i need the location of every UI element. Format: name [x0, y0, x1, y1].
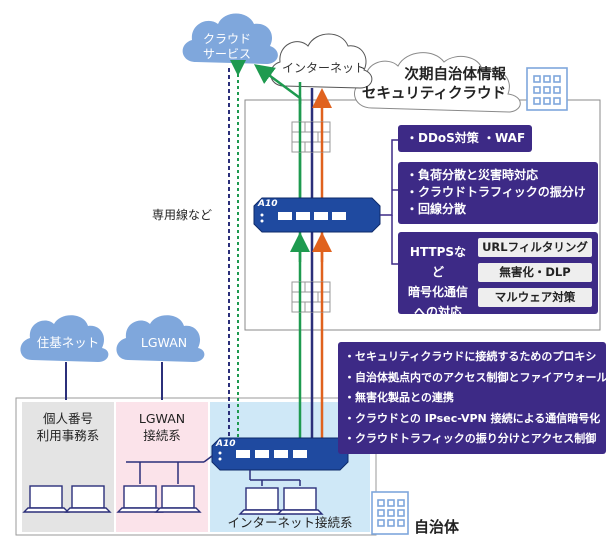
feature-item: ・自治体拠点内でのアクセス制御とファイアウォール: [344, 370, 608, 384]
cloud-service-label: クラウド サービス: [202, 32, 251, 61]
internet-cloud-label: インターネット: [281, 61, 366, 75]
https-label: HTTPSなど 暗号化通信 への対応: [407, 245, 468, 319]
url-filtering-pill: URLフィルタリング: [478, 238, 592, 257]
feature-item: ・クラウドトラフィックの振り分けとアクセス制御: [344, 432, 597, 445]
cloud-lgwan-shape: [116, 315, 205, 362]
lgwan-cloud-label: LGWAN: [140, 335, 188, 350]
feature-item: ・無害化製品との連携: [344, 391, 454, 404]
a10-logo-upper: A10: [258, 199, 278, 209]
security-cloud-title-line2: セキュリティクラウド: [361, 86, 506, 102]
zone-internet-label: インターネット接続系: [227, 515, 353, 530]
zone-lgwan-label: LGWAN 接続系: [138, 411, 186, 443]
building-icon-top: [526, 67, 568, 111]
malware-pill: マルウェア対策: [478, 288, 592, 307]
laptop-icons: [22, 485, 324, 515]
feature-item: ・DDoS対策 ・WAF: [406, 131, 526, 145]
sanitize-dlp-pill: 無害化・DLP: [478, 263, 592, 282]
feature-item: ・クラウドとの IPsec-VPN 接続による通信暗号化: [344, 411, 601, 425]
cloud-internet-shape: [270, 33, 373, 89]
feature-box-ddos: ・DDoS対策 ・WAF: [398, 125, 532, 152]
feature-box-https: HTTPSなど 暗号化通信 への対応 URLフィルタリング 無害化・DLP マル…: [398, 232, 598, 319]
zone-personal-label: 個人番号 利用事務系: [36, 411, 100, 443]
feature-item: ・セキュリティクラウドに接続するためのプロキシ: [344, 350, 597, 363]
security-cloud-title-line1: 次期自治体情報: [404, 67, 507, 83]
feature-item: ・クラウドトラフィックの振分け: [406, 185, 586, 199]
a10-device-upper: [253, 197, 381, 233]
municipality-label: 自治体: [414, 518, 460, 536]
jyuki-cloud-label: 住基ネット: [36, 335, 100, 350]
building-icon-bottom: [371, 491, 409, 535]
cloud-jyuki-shape: [20, 315, 109, 362]
feature-item: ・負荷分散と災害時対応: [406, 168, 539, 182]
a10-device-lower: [211, 437, 349, 471]
feature-item: ・回線分散: [406, 202, 467, 216]
feature-box-loadbalance: ・負荷分散と災害時対応 ・クラウドトラフィックの振分け ・回線分散: [398, 162, 598, 224]
feature-box-proxy: ・セキュリティクラウドに接続するためのプロキシ ・自治体拠点内でのアクセス制御と…: [338, 342, 608, 454]
cloud-service-shape: [182, 13, 278, 64]
a10-logo-lower: A10: [216, 439, 236, 449]
dedicated-line-label: 専用線など: [152, 208, 213, 222]
